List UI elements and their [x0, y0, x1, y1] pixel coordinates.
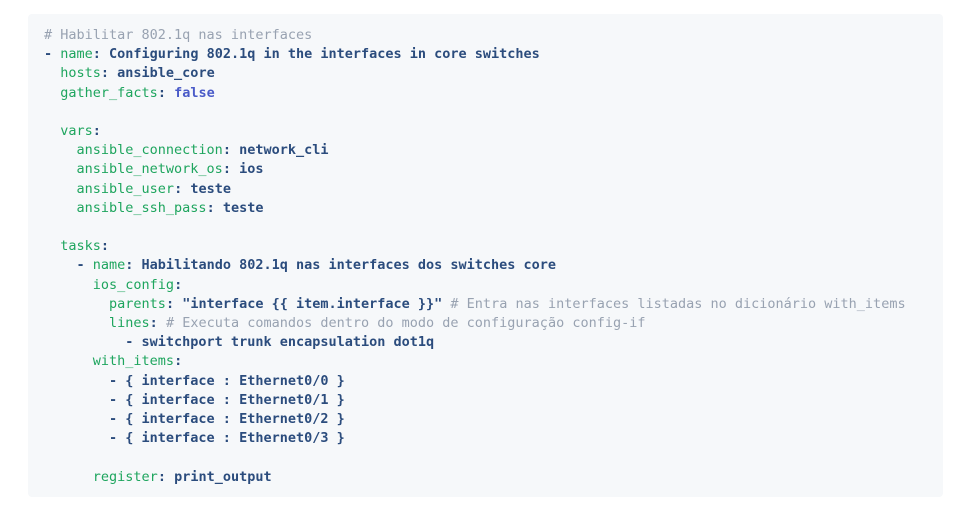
code-token: parents	[109, 295, 166, 312]
yaml-code-block: # Habilitar 802.1q nas interfaces - name:…	[28, 14, 943, 497]
code-token	[44, 353, 93, 369]
code-token	[44, 469, 93, 485]
code-line	[44, 218, 927, 237]
code-token: # Executa comandos dentro do modo de con…	[165, 315, 646, 332]
code-token: register	[92, 468, 158, 485]
code-line: ansible_network_os: ios	[44, 160, 927, 179]
code-token: # Habilitar 802.1q nas interfaces	[44, 27, 313, 43]
code-line: vars:	[44, 122, 927, 141]
code-token	[44, 181, 77, 197]
code-token: - switchport trunk encapsulation dot1q	[44, 334, 435, 351]
code-token	[44, 142, 77, 158]
code-token: tasks	[60, 238, 101, 255]
code-token: -	[44, 257, 93, 274]
code-line: gather_facts: false	[44, 84, 927, 103]
code-token: ansible_network_os	[76, 161, 223, 178]
code-line: hosts: ansible_core	[44, 64, 927, 83]
code-line	[44, 448, 927, 467]
code-token: :	[100, 238, 110, 255]
code-token: false	[174, 84, 215, 101]
code-token: vars	[60, 123, 93, 140]
code-line: parents: "interface {{ item.interface }}…	[44, 295, 927, 314]
code-token	[44, 65, 60, 81]
code-token: - { interface : Ethernet0/2 }	[44, 411, 345, 428]
code-line	[44, 103, 927, 122]
code-line: tasks:	[44, 237, 927, 256]
code-token: : Habilitando 802.1q nas interfaces dos …	[125, 257, 557, 274]
code-token: - { interface : Ethernet0/3 }	[44, 430, 345, 447]
code-token: :	[174, 276, 183, 293]
yaml-code: # Habilitar 802.1q nas interfaces - name:…	[44, 26, 927, 487]
code-token: with_items	[92, 353, 175, 370]
code-token: : print_output	[157, 468, 272, 485]
code-line: lines: # Executa comandos dentro do modo…	[44, 314, 927, 333]
code-token	[44, 200, 77, 216]
code-token	[44, 296, 109, 312]
code-token: name	[92, 257, 126, 274]
code-token: : Configuring 802.1q in the interfaces i…	[92, 46, 540, 63]
code-line: ansible_user: teste	[44, 180, 927, 199]
code-token	[44, 85, 60, 101]
code-line: - { interface : Ethernet0/0 }	[44, 372, 927, 391]
code-line: - { interface : Ethernet0/2 }	[44, 410, 927, 429]
code-token: gather_facts	[60, 84, 158, 101]
code-line: ansible_ssh_pass: teste	[44, 199, 927, 218]
code-token: - { interface : Ethernet0/1 }	[44, 391, 345, 408]
code-token: : teste	[206, 199, 264, 216]
code-token	[44, 161, 77, 177]
code-token: : "interface {{ item.interface }}"	[165, 295, 451, 312]
code-token	[44, 277, 93, 293]
code-line: ansible_connection: network_cli	[44, 141, 927, 160]
code-token	[44, 315, 109, 331]
code-token: : ios	[222, 161, 264, 178]
code-token: ansible_ssh_pass	[76, 199, 207, 216]
code-line: - name: Configuring 802.1q in the interf…	[44, 45, 927, 64]
code-token: ios_config	[92, 276, 175, 293]
code-line: with_items:	[44, 352, 927, 371]
code-token: hosts	[60, 65, 101, 82]
code-line: register: print_output	[44, 468, 927, 487]
code-token: -	[44, 46, 61, 63]
code-line: # Habilitar 802.1q nas interfaces	[44, 26, 927, 45]
code-token: : teste	[174, 180, 231, 197]
code-token: ansible_user	[76, 180, 175, 197]
code-token: # Entra nas interfaces listadas no dicio…	[450, 295, 906, 312]
code-token	[44, 123, 60, 139]
code-token: name	[60, 46, 93, 63]
code-line: - name: Habilitando 802.1q nas interface…	[44, 256, 927, 275]
code-token	[44, 238, 60, 254]
code-token: : ansible_core	[100, 65, 215, 82]
code-line: ios_config:	[44, 276, 927, 295]
code-token: : network_cli	[222, 142, 329, 159]
code-token: :	[92, 123, 101, 140]
code-token: :	[157, 84, 175, 101]
code-line: - switchport trunk encapsulation dot1q	[44, 333, 927, 352]
code-token: - { interface : Ethernet0/0 }	[44, 372, 345, 389]
code-token: :	[174, 353, 183, 370]
code-line: - { interface : Ethernet0/1 }	[44, 391, 927, 410]
code-line: - { interface : Ethernet0/3 }	[44, 429, 927, 448]
code-token: :	[149, 315, 166, 332]
code-token: lines	[109, 315, 150, 332]
code-token: ansible_connection	[76, 142, 223, 159]
